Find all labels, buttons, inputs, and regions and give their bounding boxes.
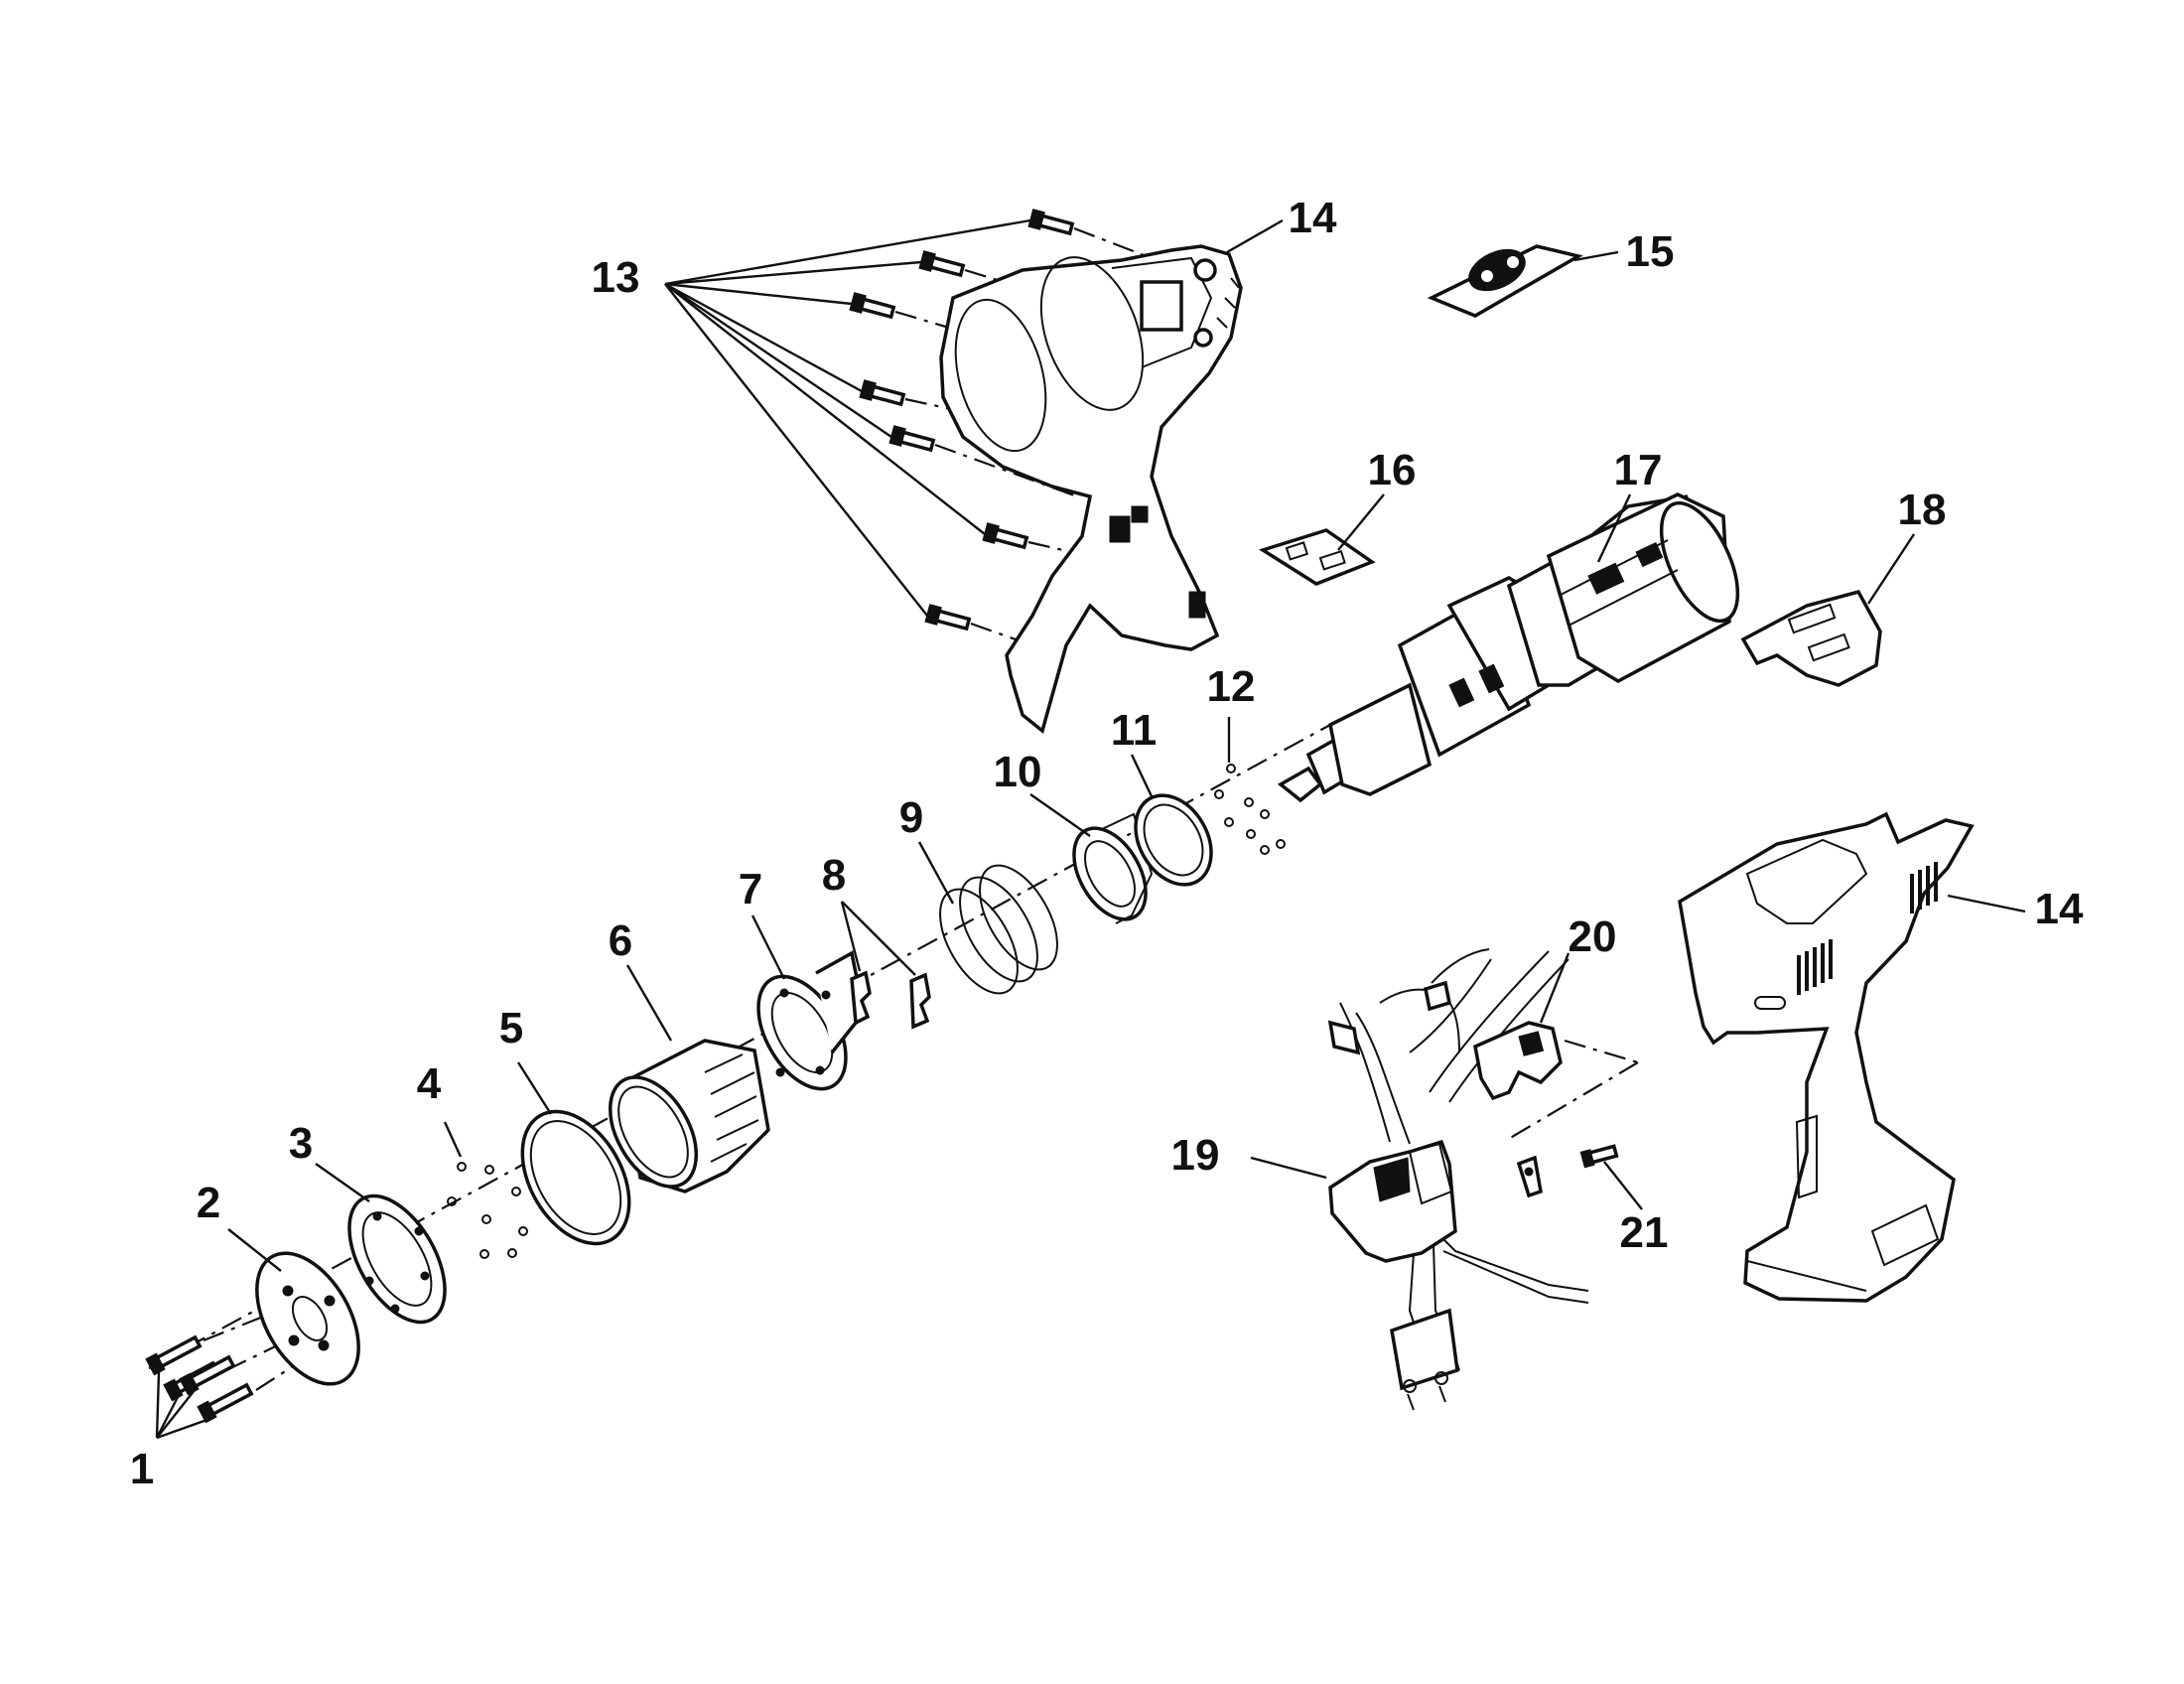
part-18-belt-clip	[1740, 589, 1882, 687]
leader-13a	[664, 218, 1031, 286]
screw-path-2	[964, 268, 1043, 296]
leader-13d	[664, 282, 863, 393]
callout-21: 21	[1620, 1208, 1669, 1257]
callout-4: 4	[417, 1059, 442, 1108]
leader-16	[1337, 493, 1385, 551]
part-20-bracket	[1473, 1021, 1563, 1101]
part-19-switch	[1327, 948, 1589, 1411]
bracket-path	[1564, 1039, 1639, 1064]
leader-4	[443, 1121, 463, 1158]
leader-13f	[664, 283, 986, 535]
leader-20	[1539, 952, 1570, 1024]
leader-10	[1029, 793, 1091, 837]
screw-path-3	[894, 310, 984, 340]
leader-13g	[664, 283, 928, 617]
callout-19: 19	[1171, 1131, 1220, 1180]
part-21-screw	[1516, 1144, 1619, 1198]
callout-14-top: 14	[1289, 194, 1337, 242]
callout-3: 3	[289, 1119, 313, 1168]
leader-14b	[1947, 894, 2026, 913]
bracket-path-2	[1506, 1061, 1639, 1141]
screw-path-4	[904, 397, 989, 419]
leader-8b	[841, 901, 916, 976]
part-16-bit-clip	[1258, 528, 1376, 586]
part-14-housing-left-half	[939, 244, 1243, 735]
leader-11	[1130, 754, 1154, 797]
leader-19	[1250, 1156, 1327, 1180]
callout-9: 9	[899, 793, 923, 842]
callout-18: 18	[1898, 486, 1947, 534]
callout-13: 13	[592, 253, 640, 302]
callout-7: 7	[739, 865, 762, 913]
part-3-gasket	[347, 1193, 447, 1325]
leader-18	[1866, 533, 1916, 605]
callout-20: 20	[1569, 912, 1617, 961]
callout-8: 8	[822, 851, 846, 900]
callout-2: 2	[197, 1179, 220, 1227]
callout-1: 1	[130, 1445, 154, 1493]
callout-6: 6	[609, 916, 632, 965]
leader-8a	[840, 901, 862, 972]
part-13-screws	[849, 209, 1075, 632]
callout-11: 11	[1111, 706, 1158, 755]
leader-13e	[664, 283, 892, 438]
part-11-washer	[1134, 793, 1213, 887]
part-14-housing-right-half	[1678, 811, 1975, 1303]
callout-12: 12	[1207, 662, 1256, 711]
leader-13b	[664, 260, 922, 286]
leader-1d	[156, 1416, 213, 1440]
part-8-pins	[850, 970, 931, 1030]
leader-1b	[155, 1394, 181, 1439]
part-6-clutch-collar	[608, 1039, 770, 1193]
leader-1a	[155, 1371, 161, 1439]
callout-5: 5	[499, 1004, 523, 1052]
leader-13c	[664, 282, 853, 306]
callout-16: 16	[1368, 446, 1417, 494]
part-17-motor	[1277, 492, 1740, 803]
leader-2	[227, 1228, 282, 1272]
callout-14-right: 14	[2035, 885, 2084, 933]
part-12-balls	[1214, 764, 1286, 855]
callout-15: 15	[1626, 227, 1675, 276]
part-1-screws	[145, 1309, 319, 1424]
part-10-gear-ring	[1072, 812, 1154, 924]
part-4-balls	[447, 1162, 528, 1259]
leader-9	[917, 841, 955, 905]
callout-17: 17	[1614, 446, 1663, 494]
leader-14a	[1226, 218, 1284, 254]
leader-6	[625, 964, 673, 1042]
leader-21	[1603, 1161, 1643, 1210]
leader-17	[1596, 493, 1632, 563]
leader-7	[751, 914, 786, 980]
part-15-label	[1427, 244, 1583, 318]
part-9-spring	[939, 864, 1058, 995]
leader-15	[1573, 250, 1619, 262]
leader-3	[315, 1163, 370, 1202]
part-5-ring	[520, 1109, 631, 1246]
callout-10: 10	[994, 748, 1042, 796]
leader-5	[516, 1061, 553, 1115]
leader-1c	[156, 1389, 196, 1439]
part-2-plate	[255, 1251, 360, 1386]
